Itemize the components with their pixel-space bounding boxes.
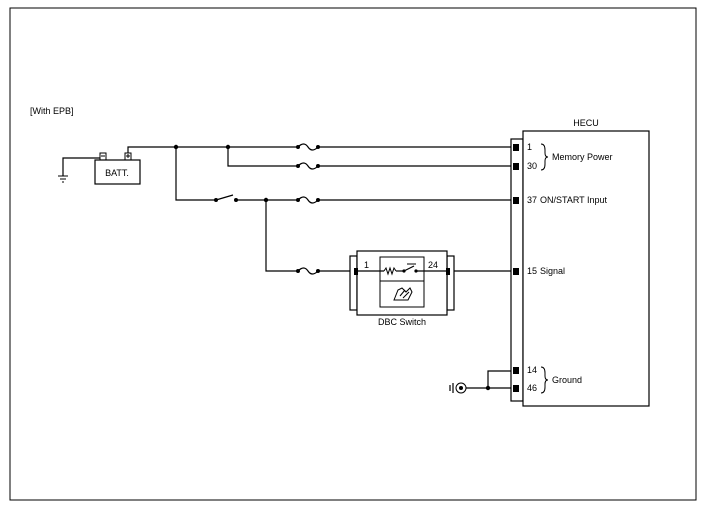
hand-press-icon <box>393 287 413 301</box>
pin-37-number: 37 <box>527 195 537 205</box>
pin-14-number: 14 <box>527 365 537 375</box>
ignition-switch-icon <box>215 194 234 201</box>
switch-contact-icon <box>403 265 415 272</box>
fuse-icon <box>297 267 319 275</box>
pin-30-number: 30 <box>527 161 537 171</box>
diagram-frame <box>9 7 697 501</box>
with-epb-note: [With EPB] <box>30 106 74 116</box>
dbc-pin-24: 24 <box>428 260 438 270</box>
pin-46-number: 46 <box>527 383 537 393</box>
circuit-dbc-feed <box>265 200 350 275</box>
memory-power-brace <box>540 143 549 171</box>
fuse-icon <box>297 162 319 170</box>
ground-group-label: Ground <box>552 375 582 385</box>
battery-ground-symbol <box>58 157 100 183</box>
battery-label: BATT. <box>105 168 129 178</box>
dbc-pin-1: 1 <box>364 260 369 270</box>
resistor-icon <box>383 266 397 276</box>
battery: BATT. <box>94 152 141 185</box>
fuse-icon <box>297 143 319 151</box>
ground-brace <box>540 366 549 394</box>
chassis-ground-icon <box>449 382 467 394</box>
pin-15-number: 15 <box>527 266 537 276</box>
battery-positive-wire <box>127 146 176 153</box>
circuit-on-start-input <box>173 144 511 204</box>
pin-1-number: 1 <box>527 142 532 152</box>
dbc-switch: 1 24 DBC Switch <box>349 250 455 327</box>
hecu-module: HECU 1 30 37 ON/START Input 15 Signal 14… <box>510 118 650 407</box>
circuit-memory-power <box>176 143 511 170</box>
dbc-switch-label: DBC Switch <box>378 317 426 327</box>
pin-15-label: Signal <box>540 266 565 276</box>
ground-circuit <box>449 370 511 394</box>
memory-power-label: Memory Power <box>552 152 613 162</box>
hecu-title: HECU <box>573 118 599 128</box>
fuse-icon <box>297 196 319 204</box>
pin-37-label: ON/START Input <box>540 195 608 205</box>
